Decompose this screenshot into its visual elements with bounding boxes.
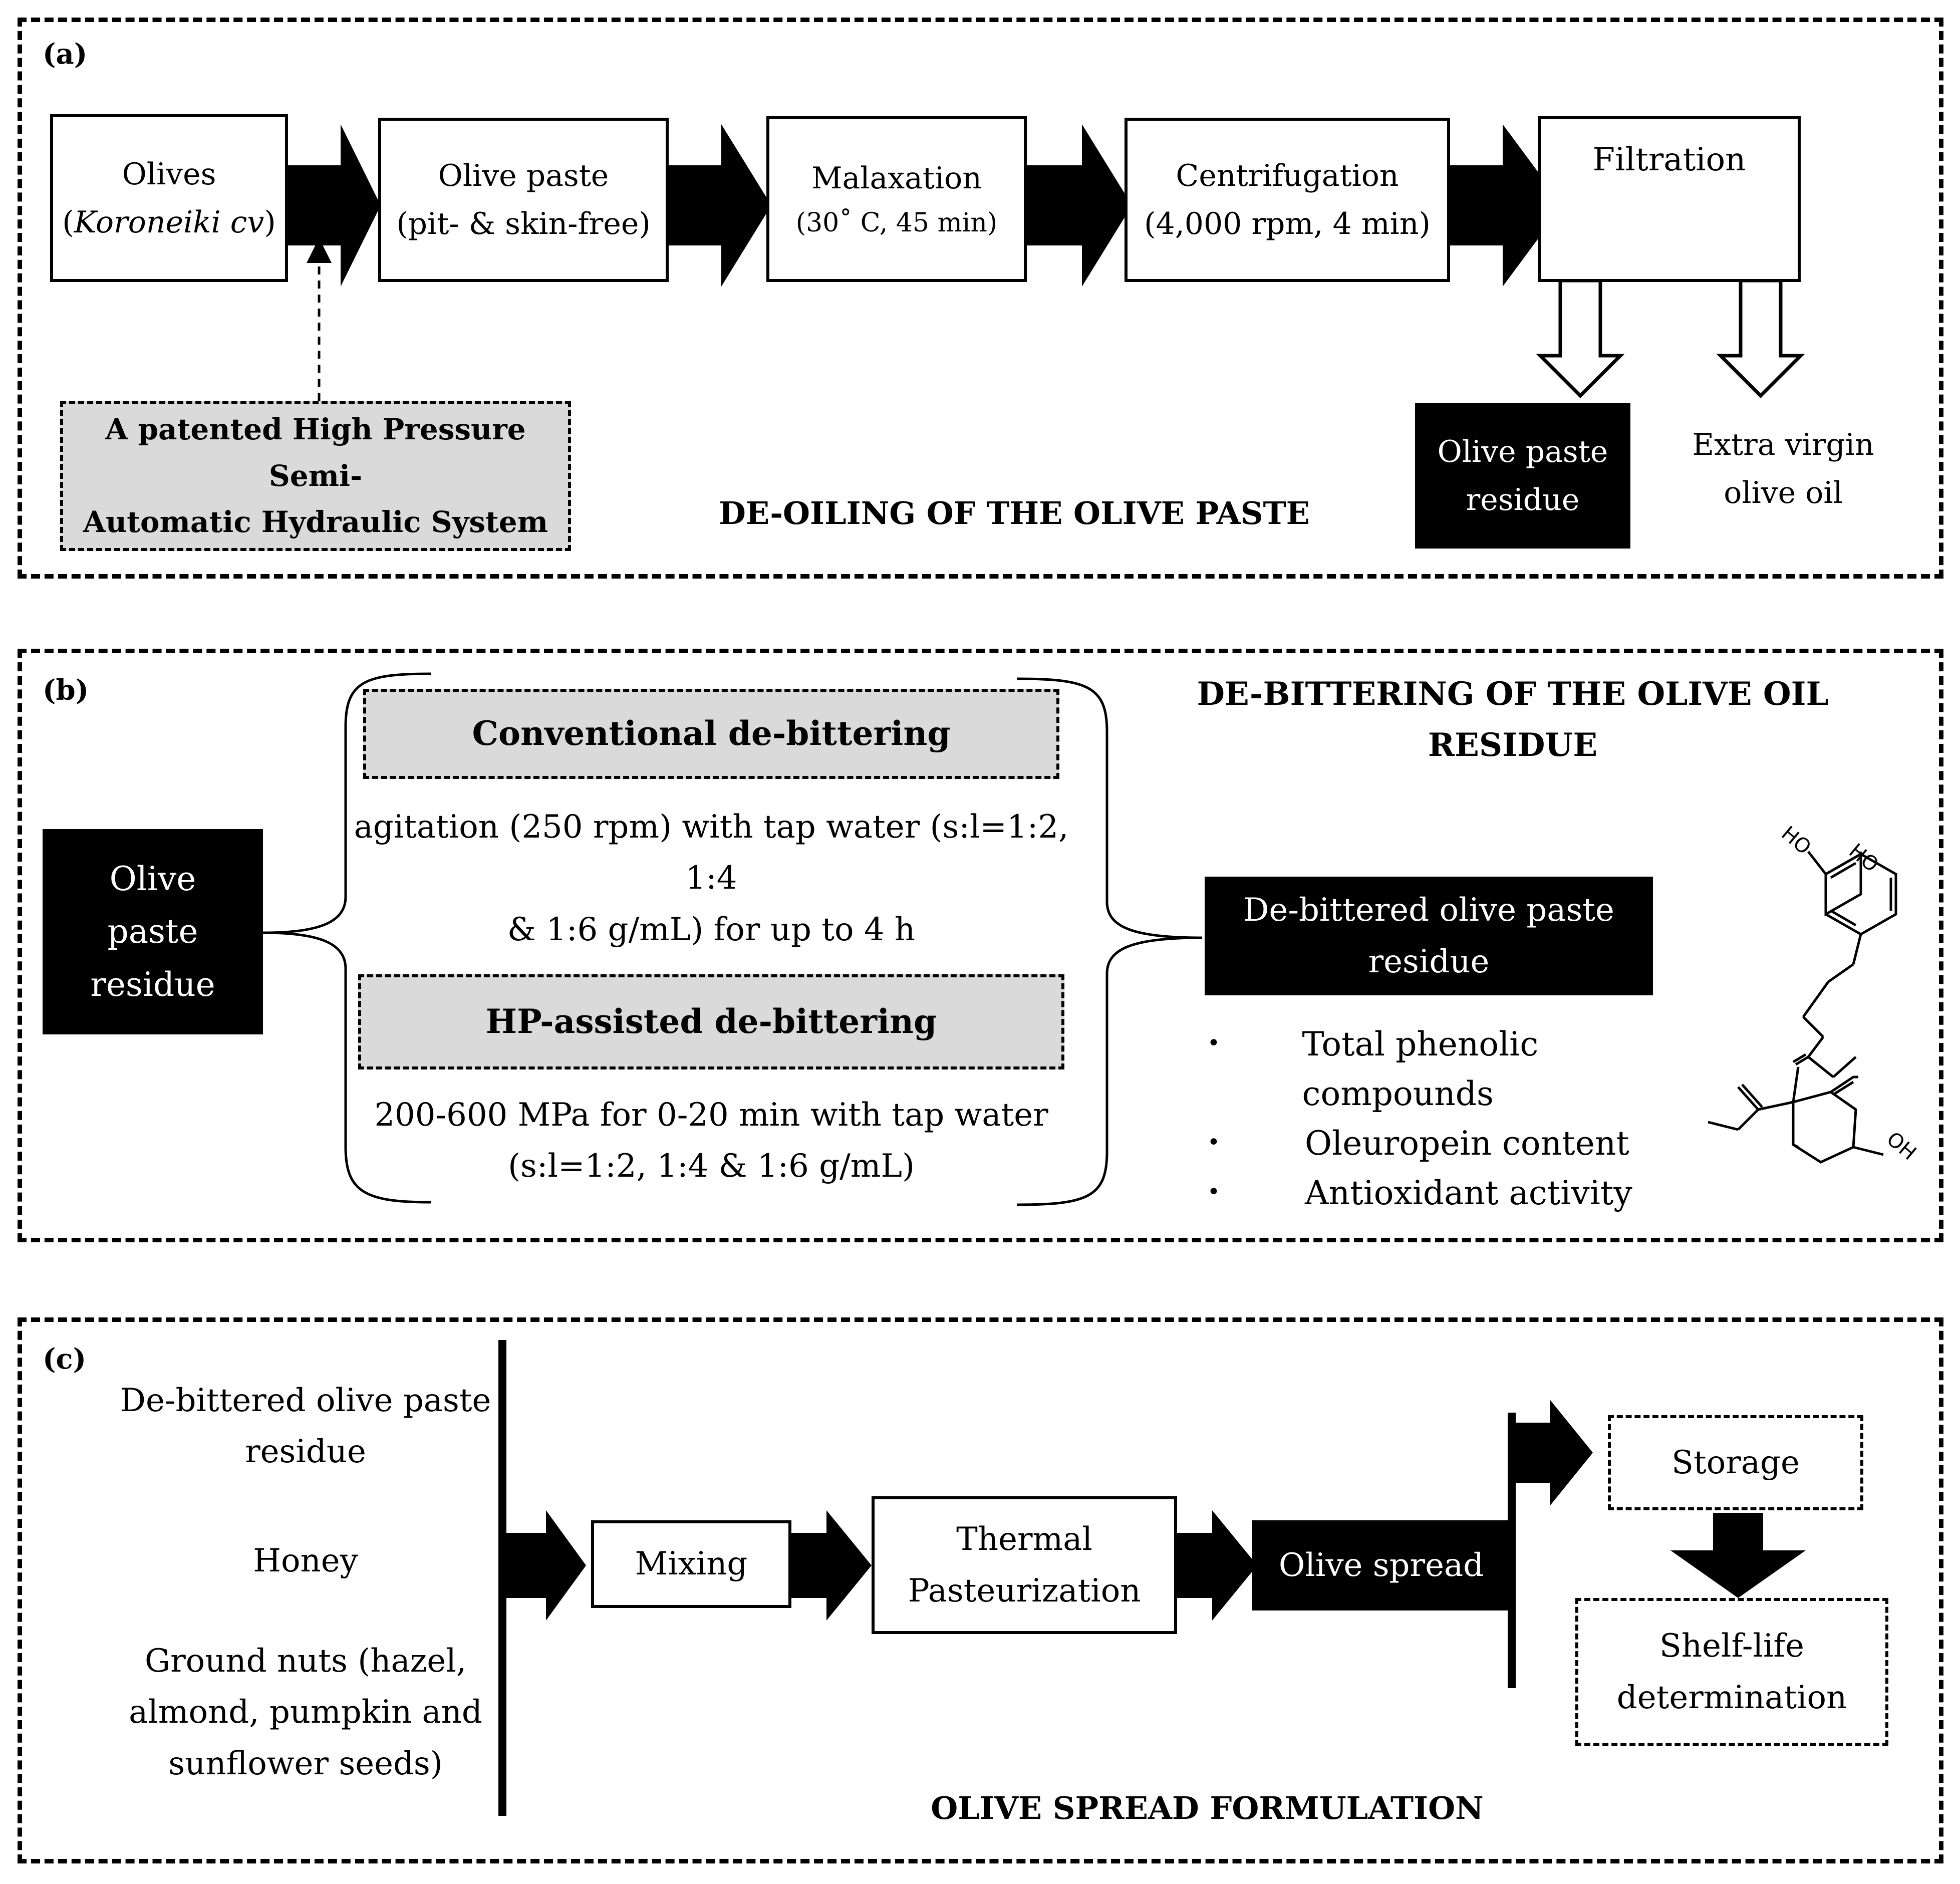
output-residue-line2: residue [1466,482,1580,517]
list-item: • Antioxidant activity [1202,1168,1728,1218]
analysis-antioxidant: Antioxidant activity [1305,1174,1632,1212]
conventional-line1: agitation (250 rpm) with tap water (s:l=… [354,809,1069,897]
step-olive-paste: Olive paste (pit- & skin-free) [378,118,669,282]
step-olives-name: Olives [122,156,216,192]
ingredient-debittered-residue: De-bittered olive paste residue [115,1375,496,1478]
hp-debittering-box: HP-assisted de-bittering [358,974,1064,1069]
step-centrifugation-detail: (4,000 rpm, 4 min) [1144,206,1431,241]
panel-b-title-line1: DE-BITTERING OF THE OLIVE OIL [1197,675,1829,713]
flow-arrow-3 [1024,124,1132,287]
step-olive-paste-name: Olive paste [438,158,609,193]
cultivar-name: Koroneiki cv [74,204,264,240]
flow-arrow-c3 [1175,1510,1257,1621]
shelf-life-line1: Shelf-life [1659,1628,1804,1665]
input-residue-line2: paste [107,912,198,951]
panel-b-title-line2: RESIDUE [1428,726,1598,764]
hp-line1: 200-600 MPa for 0-20 min with tap water [374,1097,1048,1134]
step-mixing: Mixing [591,1520,791,1608]
bullet-icon: • [1207,1130,1220,1155]
ingredient-3-line2: almond, pumpkin and [129,1694,482,1731]
flow-arrow-1 [286,124,381,287]
hp-title: HP-assisted de-bittering [485,1002,937,1041]
step-centrifugation: Centrifugation (4,000 rpm, 4 min) [1125,118,1450,282]
hydraulic-system-box: A patented High Pressure Semi- Automatic… [60,401,571,551]
output-oil-line1: Extra virgin [1692,427,1874,462]
step-thermal-pasteurization: Thermal Pasteurization [872,1496,1177,1634]
step-olives-cultivar: (Koroneiki cv) [62,204,276,240]
panel-c-label: (c) [43,1342,87,1376]
olive-spread-label: Olive spread [1278,1546,1484,1584]
ingredient-honey: Honey [253,1542,358,1579]
ingredient-3-line3: sunflower seeds) [168,1745,443,1782]
bullet-icon: • [1207,1030,1220,1056]
storage-label: Storage [1671,1444,1800,1481]
debittered-line2: residue [1368,943,1490,980]
left-brace [262,672,431,1204]
input-olive-paste-residue: Olive paste residue [43,829,263,1034]
flow-arrow-4 [1448,124,1563,287]
conventional-conditions: agitation (250 rpm) with tap water (s:l=… [341,801,1082,955]
panel-a-label: (a) [43,38,88,71]
panel-a-title: DE-OILING OF THE OLIVE PASTE [719,495,1310,531]
mixing-label: Mixing [635,1545,748,1583]
output-olive-paste-residue: Olive paste residue [1415,403,1630,549]
ingredient-1-line2: residue [245,1433,366,1471]
ingredient-3-line1: Ground nuts (hazel, [144,1643,467,1680]
panel-b [18,649,1943,1242]
ingredient-1-line1: De-bittered olive paste [120,1382,491,1419]
step-filtration-name: Filtration [1592,141,1746,178]
panel-b-title: DE-BITTERING OF THE OLIVE OIL RESIDUE [1177,669,1848,771]
ingredient-ground-nuts: Ground nuts (hazel, almond, pumpkin and … [115,1636,496,1789]
step-malaxation-name: Malaxation [811,160,982,196]
input-residue-line1: Olive [109,859,196,898]
panel-c-title: OLIVE SPREAD FORMULATION [931,1790,1484,1826]
conventional-debittering-box: Conventional de-bittering [363,689,1059,779]
analysis-list: • Total phenolic compounds • Oleuropein co… [1202,1019,1728,1218]
flow-arrow-2 [666,124,771,287]
step-olive-paste-detail: (pit- & skin-free) [396,206,651,241]
input-residue-line3: residue [90,965,215,1004]
conventional-line2: & 1:6 g/mL) for up to 4 h [507,911,916,948]
pasteurization-line2: Pasteurization [908,1572,1141,1609]
hydraulic-system-line1: A patented High Pressure Semi- [105,412,526,493]
right-brace [1016,677,1203,1206]
output-residue-line1: Olive paste [1437,434,1608,469]
output-arrow-oil [1716,279,1805,398]
list-item: • Oleuropein content [1202,1119,1728,1168]
output-extra-virgin-olive-oil: Extra virgin olive oil [1668,421,1898,517]
list-item: • Total phenolic compounds [1202,1019,1728,1119]
hydraulic-system-line2: Automatic Hydraulic System [83,505,548,540]
flow-arrow-shelf-life [1670,1513,1806,1598]
panel-c [18,1317,1943,1863]
flow-arrow-c1 [502,1510,586,1621]
analysis-total-phenolics: Total phenolic compounds [1302,1025,1539,1113]
flow-arrow-c2 [791,1510,872,1621]
panel-a [18,18,1943,579]
hp-line2: (s:l=1:2, 1:4 & 1:6 g/mL) [508,1148,915,1185]
step-shelf-life: Shelf-life determination [1575,1598,1888,1746]
panel-b-label: (b) [43,674,89,707]
output-arrow-residue [1536,279,1625,398]
step-olives: Olives (Koroneiki cv) [50,114,288,282]
output-olive-spread: Olive spread [1252,1520,1510,1610]
output-debittered-residue: De-bittered olive paste residue [1205,877,1653,995]
shelf-life-line2: determination [1616,1679,1847,1716]
output-oil-line2: olive oil [1724,475,1843,510]
conventional-title: Conventional de-bittering [472,714,951,753]
step-malaxation: Malaxation (30˚ C, 45 min) [766,116,1027,282]
oleuropein-molecule [1708,851,1897,1164]
flow-arrow-storage [1508,1400,1593,1505]
step-malaxation-detail: (30˚ C, 45 min) [795,207,998,238]
pasteurization-line1: Thermal [956,1521,1092,1558]
step-centrifugation-name: Centrifugation [1176,158,1399,193]
analysis-oleuropein: Oleuropein content [1305,1124,1629,1163]
bullet-icon: • [1207,1179,1220,1205]
step-storage: Storage [1608,1415,1863,1510]
hp-conditions: 200-600 MPa for 0-20 min with tap water … [341,1090,1082,1192]
step-filtration: Filtration [1538,116,1801,282]
debittered-line1: De-bittered olive paste [1243,892,1614,929]
